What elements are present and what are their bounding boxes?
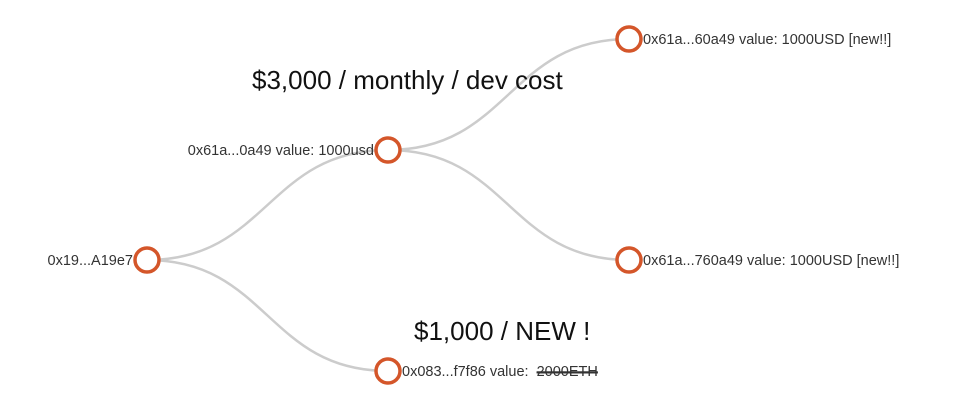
node-label-leaf-a1: 0x61a...60a49 value: 1000USD [new!!] bbox=[643, 32, 891, 48]
node-label-child-b: 0x083...f7f86 value: 2000ETH bbox=[402, 364, 598, 380]
node-label-text: 0x19...A19e7 bbox=[48, 253, 133, 269]
link-child-a-to-leaf-a2 bbox=[387, 148, 630, 262]
annotation-dev-cost: $3,000 / monthly / dev cost bbox=[252, 65, 563, 95]
node-label-text: 0x61a...0a49 value: 1000usd bbox=[188, 143, 374, 159]
nodes-layer: 0x19...A19e7 0x61a...0a49 value: 1000usd 0… bbox=[48, 25, 899, 385]
tree-node-leaf-a1[interactable]: 0x61a...60a49 value: 1000USD [new!!] bbox=[615, 25, 891, 53]
node-circle-leaf-a2[interactable] bbox=[615, 246, 643, 274]
node-label-root: 0x19...A19e7 bbox=[48, 253, 133, 269]
link-child-a-to-leaf-a1 bbox=[387, 37, 630, 152]
node-label-text: 0x083...f7f86 value: bbox=[402, 364, 533, 380]
node-label-child-a: 0x61a...0a49 value: 1000usd bbox=[188, 143, 374, 159]
tree-node-child-a[interactable]: 0x61a...0a49 value: 1000usd bbox=[188, 136, 402, 164]
node-label-leaf-a2: 0x61a...760a49 value: 1000USD [new!!] bbox=[643, 253, 899, 269]
node-label-struck-value: 2000ETH bbox=[537, 364, 598, 380]
node-circle-root[interactable] bbox=[133, 246, 161, 274]
node-circle-child-b[interactable] bbox=[374, 357, 402, 385]
node-circle-child-a[interactable] bbox=[374, 136, 402, 164]
annotation-new-cost: $1,000 / NEW ! bbox=[414, 316, 591, 346]
tree-node-child-b[interactable]: 0x083...f7f86 value: 2000ETH bbox=[374, 357, 598, 385]
node-label-text: 0x61a...60a49 value: 1000USD [new!!] bbox=[643, 32, 891, 48]
tree-node-leaf-a2[interactable]: 0x61a...760a49 value: 1000USD [new!!] bbox=[615, 246, 899, 274]
tree-node-root[interactable]: 0x19...A19e7 bbox=[48, 246, 161, 274]
link-root-to-child-a bbox=[146, 148, 389, 262]
links-layer bbox=[146, 37, 630, 373]
node-circle-leaf-a1[interactable] bbox=[615, 25, 643, 53]
node-label-text: 0x61a...760a49 value: 1000USD [new!!] bbox=[643, 253, 899, 269]
link-root-to-child-b bbox=[146, 258, 389, 373]
